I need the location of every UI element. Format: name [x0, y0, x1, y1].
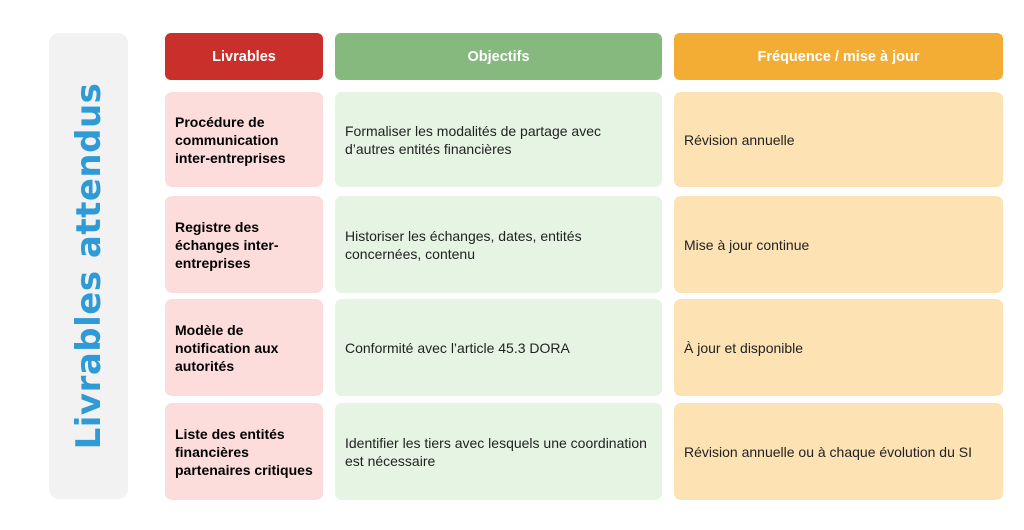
frequence-cell: À jour et disponible [674, 299, 1003, 396]
livrable-cell: Registre des échanges inter-entreprises [165, 196, 323, 293]
objectif-cell: Historiser les échanges, dates, entités … [335, 196, 662, 293]
side-panel: Livrables attendus [49, 33, 128, 499]
frequence-cell: Mise à jour continue [674, 196, 1003, 293]
frequence-cell: Révision annuelle [674, 92, 1003, 187]
livrable-cell: Modèle de notification aux autorités [165, 299, 323, 396]
frequence-cell: Révision annuelle ou à chaque évolution … [674, 403, 1003, 500]
livrable-cell: Procédure de communication inter-entrepr… [165, 92, 323, 187]
livrable-cell: Liste des entités financières partenaire… [165, 403, 323, 500]
objectif-cell: Formaliser les modalités de partage avec… [335, 92, 662, 187]
objectif-cell: Identifier les tiers avec lesquels une c… [335, 403, 662, 500]
header-objectifs: Objectifs [335, 33, 662, 80]
objectif-cell: Conformité avec l’article 45.3 DORA [335, 299, 662, 396]
header-livrables: Livrables [165, 33, 323, 80]
header-frequence: Fréquence / mise à jour [674, 33, 1003, 80]
side-title: Livrables attendus [68, 82, 109, 450]
